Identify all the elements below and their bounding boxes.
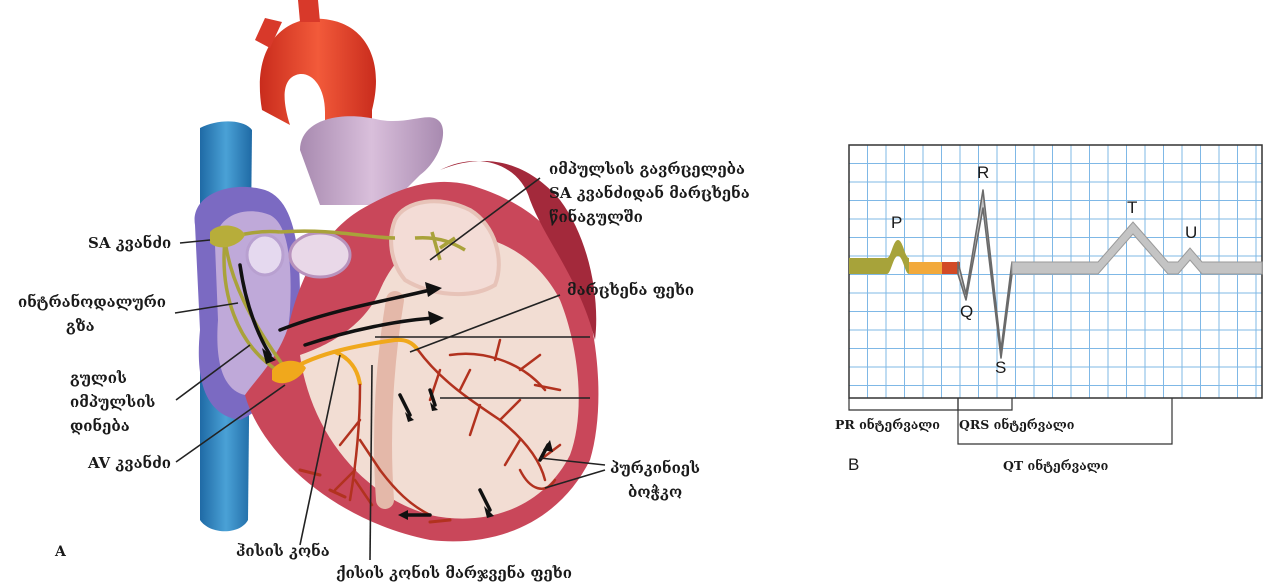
panel-b-letter: B	[848, 455, 859, 475]
st-t-u	[1012, 222, 1262, 274]
pr-interval-label: PR ინტერვალი	[835, 417, 940, 432]
p-wave	[849, 240, 909, 274]
wave-label-q: Q	[960, 302, 973, 322]
qrs-interval-label: QRS ინტერვალი	[959, 417, 1074, 432]
wave-label-p: P	[891, 213, 902, 233]
pr-segment	[909, 262, 942, 274]
wave-label-u: U	[1185, 223, 1197, 243]
wave-label-s: S	[995, 358, 1006, 378]
qt-interval-label: QT ინტერვალი	[1003, 458, 1108, 473]
wave-label-r: R	[977, 163, 989, 183]
wave-label-t: T	[1127, 198, 1137, 218]
